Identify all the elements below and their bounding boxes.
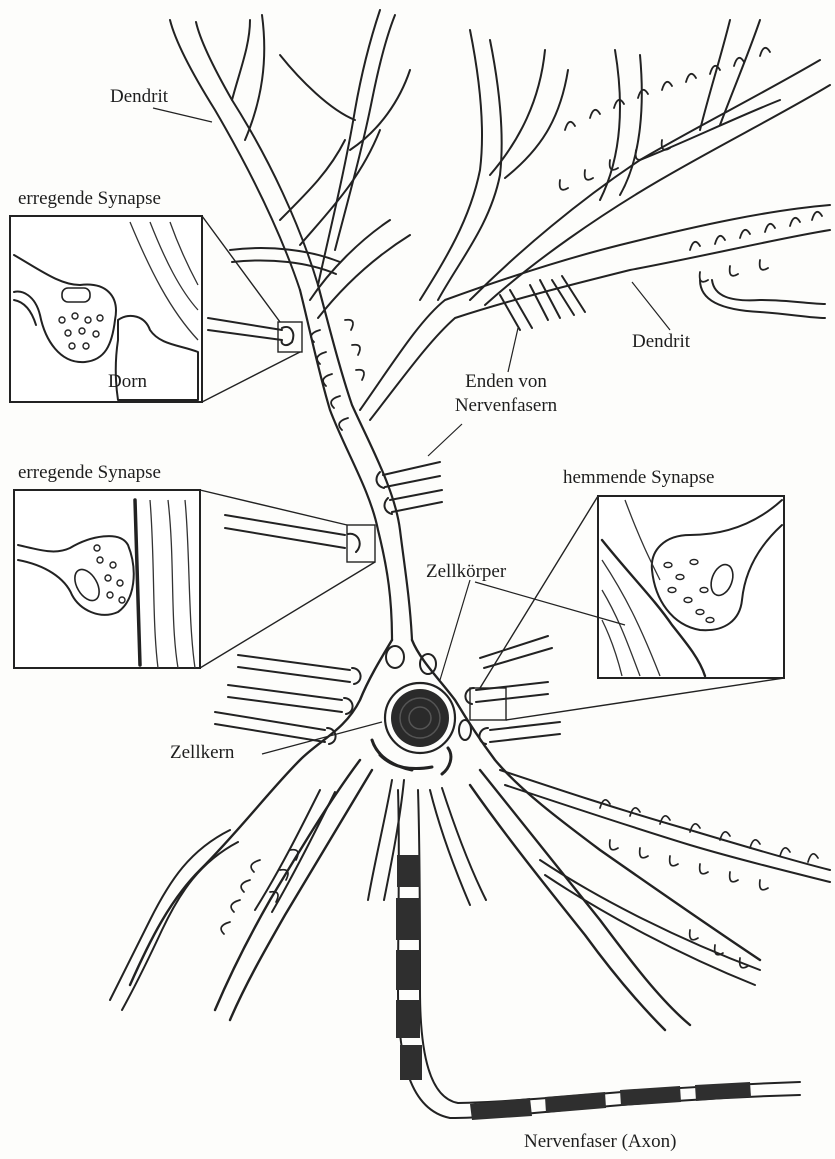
axon xyxy=(396,790,800,1120)
label-spine: Dorn xyxy=(108,372,147,391)
label-cell-body: Zellkörper xyxy=(426,562,506,581)
label-nerve-fiber-endings-2: Nervenfasern xyxy=(441,396,571,415)
label-leader-lines xyxy=(153,108,670,754)
label-inhibitory-synapse: hemmende Synapse xyxy=(563,468,714,487)
cell-nucleus xyxy=(372,646,471,774)
label-excitatory-synapse-top: erregende Synapse xyxy=(18,189,161,208)
label-excitatory-synapse-middle: erregende Synapse xyxy=(18,463,161,482)
label-dendrite-right: Dendrit xyxy=(632,332,690,351)
label-cell-nucleus: Zellkern xyxy=(170,743,234,762)
label-nerve-fiber-endings-1: Enden von xyxy=(451,372,561,391)
basal-spines xyxy=(221,800,818,968)
inset-excitatory-synapse-middle xyxy=(14,490,200,668)
inset-excitatory-synapse-top xyxy=(10,216,202,402)
apical-dendrite xyxy=(300,285,412,640)
inset-inhibitory-synapse xyxy=(598,496,784,678)
label-dendrite-top: Dendrit xyxy=(110,87,168,106)
upper-dendrite-branches xyxy=(170,10,830,420)
label-axon: Nervenfaser (Axon) xyxy=(524,1132,676,1151)
